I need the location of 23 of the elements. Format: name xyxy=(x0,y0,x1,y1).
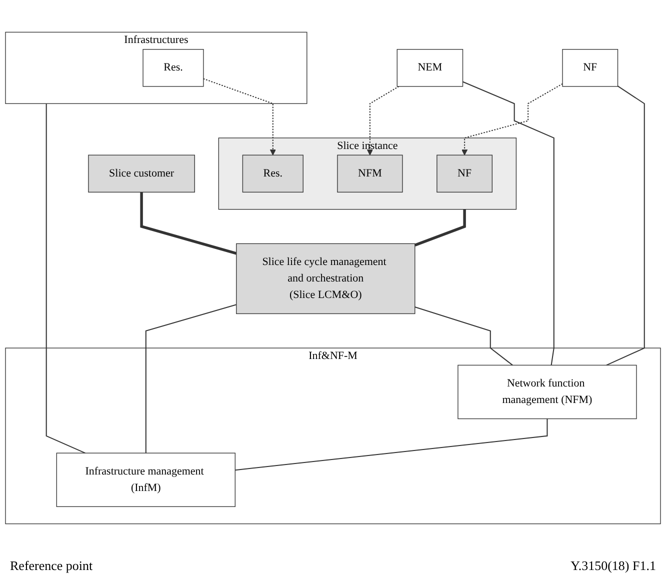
node-box: Slice life cycle management and orchestration (Slice LCM&O) xyxy=(236,243,416,314)
connector xyxy=(606,86,645,366)
node-box: NF xyxy=(436,154,493,193)
connector xyxy=(414,306,513,366)
arrow xyxy=(366,86,400,156)
connector xyxy=(414,209,466,246)
connector xyxy=(235,418,548,471)
connector xyxy=(46,104,86,454)
node-box: NFM xyxy=(337,154,403,193)
node-box: Slice customer xyxy=(88,154,195,193)
connector xyxy=(462,81,554,366)
note-text: Y.3150(18) F1.1 xyxy=(570,558,656,574)
arrow xyxy=(203,78,276,156)
connector xyxy=(145,304,237,454)
connector xyxy=(140,192,237,255)
node-box: NF xyxy=(562,49,618,87)
node-box: Res. xyxy=(242,154,304,193)
node-box: Res. xyxy=(142,49,204,87)
arrow xyxy=(462,83,563,156)
node-box: Network function management (NFM) xyxy=(458,364,637,420)
note-text: Reference point xyxy=(10,558,93,574)
node-box: NEM xyxy=(396,49,464,87)
node-box: Infrastructure management (InfM) xyxy=(56,452,236,507)
